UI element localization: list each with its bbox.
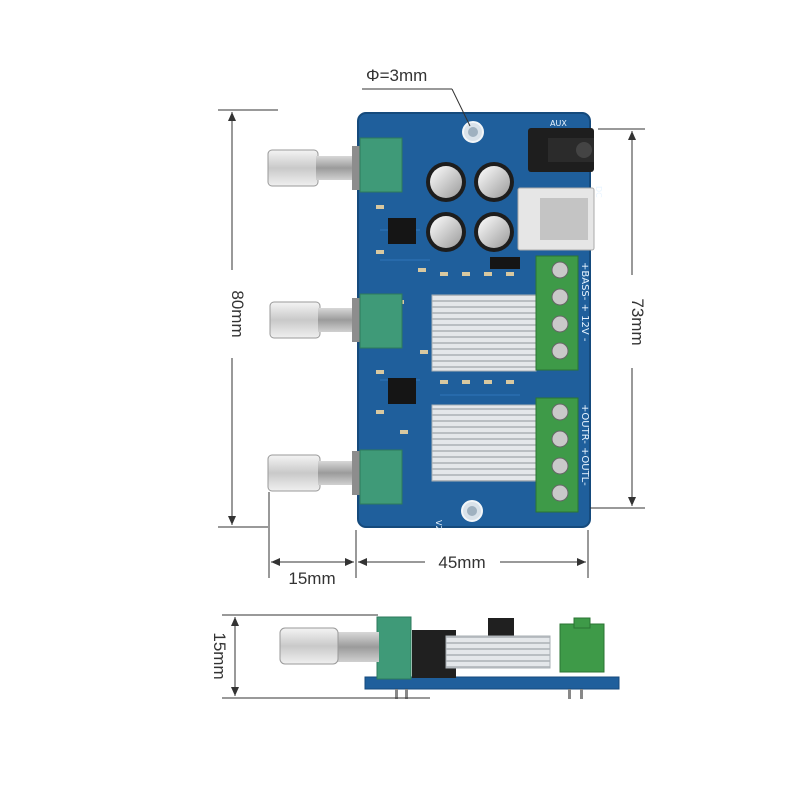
- height-80mm-dimension: 80mm: [218, 109, 278, 528]
- potentiometer-bottom: [267, 449, 403, 505]
- capacitors: [426, 162, 514, 252]
- width-45mm-label: 45mm: [438, 553, 485, 572]
- height-73mm-dimension: 73mm: [590, 128, 647, 509]
- dc-label: DC: [594, 186, 603, 198]
- shaft-15mm-dimension: 15mm: [268, 492, 357, 588]
- aux-jack: AUX: [528, 119, 594, 172]
- width-45mm-dimension: 45mm: [358, 530, 589, 578]
- ic-chips: [388, 218, 520, 404]
- side-pcb: [364, 676, 620, 690]
- dc-jack: DC: [517, 186, 603, 251]
- terminal-block-bottom: +OUTR- +OUTL-: [535, 397, 590, 513]
- potentiometer-middle: [269, 293, 403, 349]
- pcb-top-view: AUX DC: [357, 112, 603, 531]
- side-15mm-label: 15mm: [210, 632, 229, 679]
- pcb-side-view: [279, 616, 620, 699]
- smd-components: [376, 205, 514, 434]
- hole-diameter-dimension: Φ=3mm: [362, 66, 471, 127]
- terminal-bottom-label: +OUTR- +OUTL-: [579, 404, 590, 486]
- terminal-block-top: +BASS- + 12V -: [535, 255, 590, 371]
- heatsink-lower: [431, 404, 537, 482]
- terminal-top-label: +BASS- + 12V -: [579, 262, 590, 342]
- height-73mm-label: 73mm: [628, 298, 647, 345]
- side-15mm-dimension: 15mm: [210, 614, 430, 699]
- hole-diameter-label: Φ=3mm: [366, 66, 427, 85]
- aux-label: AUX: [550, 119, 567, 128]
- height-80mm-label: 80mm: [228, 290, 247, 337]
- potentiometer-top: [267, 137, 403, 193]
- shaft-15mm-label: 15mm: [288, 569, 335, 588]
- heatsink-upper: [431, 294, 537, 372]
- v2-label: V2: [434, 520, 443, 531]
